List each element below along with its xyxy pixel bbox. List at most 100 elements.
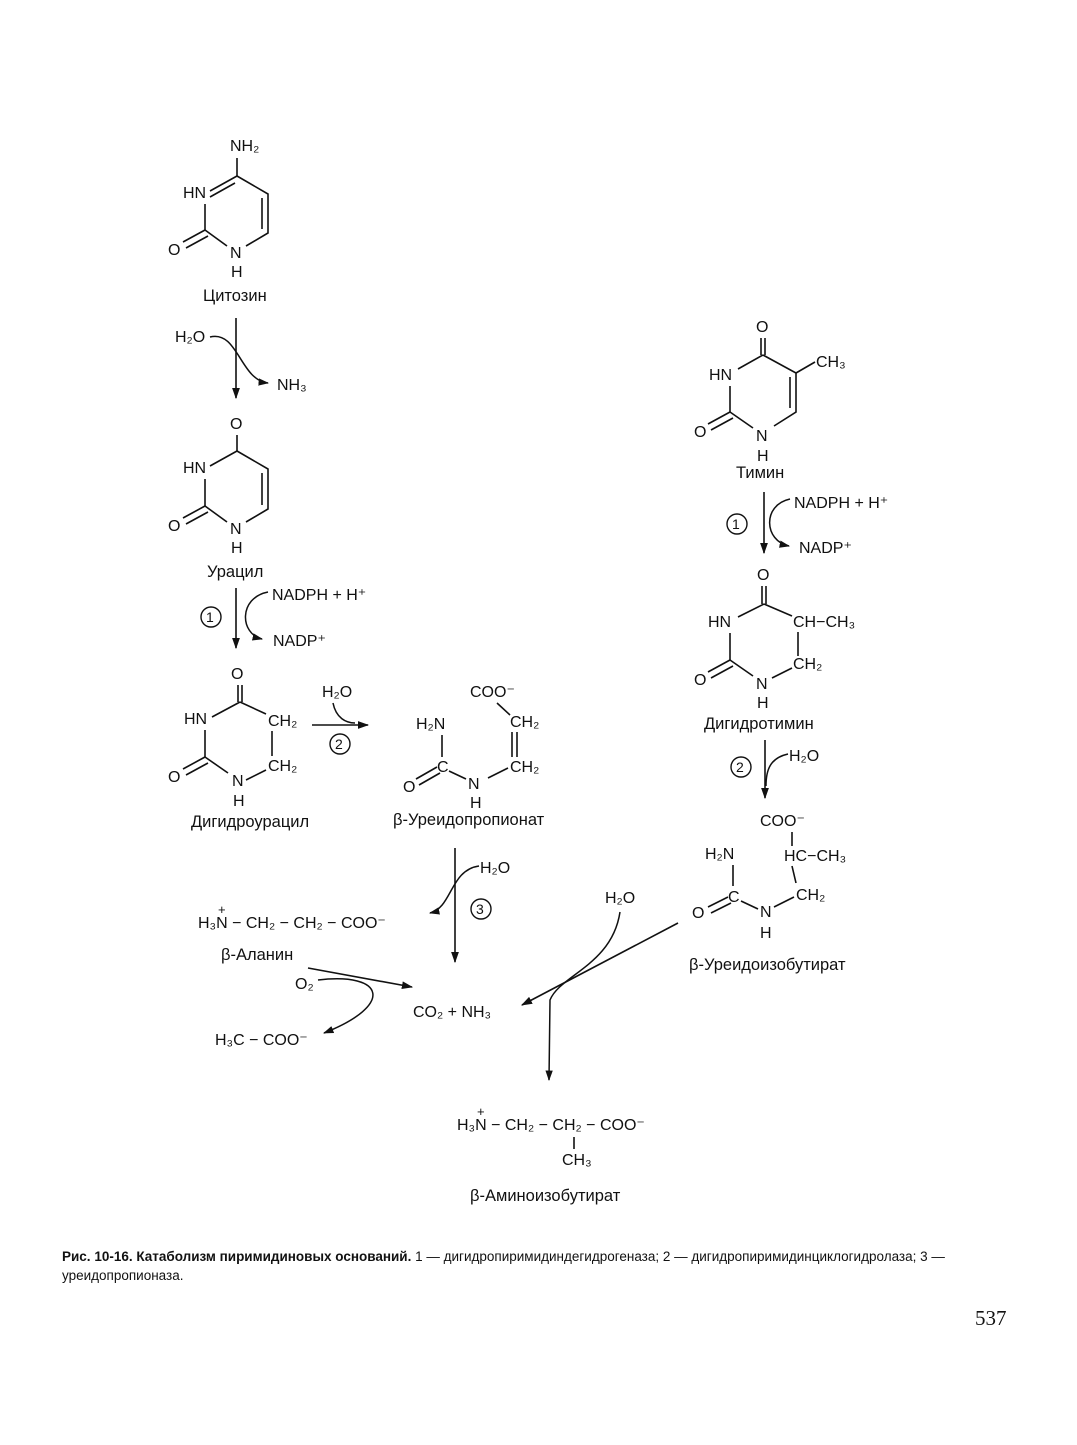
ureidopropionate-n: N — [468, 776, 480, 793]
reagent-nadph-thymine: NADPH + H⁺ — [794, 495, 888, 512]
uracil-h: H — [231, 540, 243, 557]
cytosine-hn: HN — [183, 185, 206, 202]
dihydrouracil-ch2-lower: CH₂ — [268, 758, 297, 775]
uracil-n: N — [230, 521, 242, 538]
alanine-formula: H₃N − CH₂ − CH₂ − COO⁻ — [198, 915, 386, 932]
reagent-nadph-uracil: NADPH + H⁺ — [272, 587, 366, 604]
dihydrothymine-ch-ch3: CH−CH₃ — [793, 614, 855, 631]
ureidopropionate-ch2-upper: CH₂ — [510, 714, 539, 731]
cytosine-h: H — [231, 264, 243, 281]
ureidoisobutyrate-c: C — [728, 889, 740, 906]
uracil-structure: O HN O N H Урацил — [168, 416, 269, 581]
dihydrouracil-name: Дигидроурацил — [191, 813, 309, 831]
thymine-h: H — [757, 448, 769, 465]
ureidoisobutyrate-o: O — [692, 905, 704, 922]
step-thymine-reduction: 1 NADPH + H⁺ NADP⁺ — [726, 492, 888, 557]
ureidopropionate-c: C — [437, 759, 449, 776]
ureidopropionate-h2n: H₂N — [416, 716, 445, 733]
uracil-o-top: O — [230, 416, 242, 433]
dihydrothymine-ch2: CH₂ — [793, 656, 822, 673]
dihydrothymine-n: N — [756, 676, 768, 693]
thymine-n: N — [756, 428, 768, 445]
enzyme-mark-1-uracil-label: 1 — [206, 609, 214, 625]
reagent-h2o-dihydrothymine: H₂O — [789, 748, 819, 765]
enzyme-mark-2-thymine-label: 2 — [736, 759, 744, 775]
step-dihydrothymine-hydrolysis: 2 H₂O — [730, 740, 819, 800]
enzyme-mark-1-thymine-label: 1 — [732, 516, 740, 532]
aminoisobutyrate-name: β-Аминоизобутират — [470, 1187, 621, 1205]
ureidopropionate-o: O — [403, 779, 415, 796]
cytosine-o: O — [168, 242, 180, 259]
step-uracil-reduction: 1 NADPH + H⁺ NADP⁺ — [200, 587, 366, 650]
enzyme-mark-2-uracil-label: 2 — [335, 736, 343, 752]
alanine-name: β-Аланин — [221, 946, 293, 964]
thymine-ch3: CH₃ — [816, 354, 846, 371]
thymine-o-bottom: O — [694, 424, 706, 441]
ureidopropionate-coo: COO⁻ — [470, 684, 515, 701]
ureidoisobutyrate-n: N — [760, 904, 772, 921]
reagent-h2o-ureidoisobutyrate: H₂O — [605, 890, 635, 907]
step-ureidoisobutyrate-hydrolysis: H₂O — [521, 890, 679, 1082]
step-alanine-degradation: O₂ H₃C − COO⁻ CO₂ + NH₃ — [215, 967, 491, 1049]
product-nadp-uracil: NADP⁺ — [273, 633, 326, 650]
product-nadp-thymine: NADP⁺ — [799, 540, 852, 557]
cytosine-structure: NH₂ HN O N H Цитозин — [168, 138, 269, 305]
cytosine-name: Цитозин — [203, 287, 267, 305]
dihydrouracil-n: N — [232, 773, 244, 790]
alanine-charge: + — [218, 902, 226, 917]
cytosine-nh2: NH₂ — [230, 138, 259, 155]
thymine-hn: HN — [709, 367, 732, 384]
enzyme-mark-3 — [470, 898, 492, 920]
uracil-o-bottom: O — [168, 518, 180, 535]
dihydrothymine-h: H — [757, 695, 769, 712]
ureidopropionate-structure: COO⁻ CH₂ CH₂ N H H₂N C O β-Уреидопропион… — [393, 684, 545, 829]
step-dihydrouracil-hydrolysis: H₂O 2 — [312, 684, 370, 755]
caption-body: 1 — дигидропиримидиндегидрогеназа; 2 — д… — [62, 1249, 945, 1283]
ureidopropionate-h: H — [470, 795, 482, 812]
reagent-h2o-ureidopropionate: H₂O — [480, 860, 510, 877]
ureidoisobutyrate-h: H — [760, 925, 772, 942]
ureidoisobutyrate-hc-ch3: HC−CH₃ — [784, 848, 846, 865]
thymine-o-top: O — [756, 319, 768, 336]
products-co2-nh3: CO₂ + NH₃ — [413, 1004, 491, 1021]
aminoisobutyrate-ch3: CH₃ — [562, 1152, 592, 1169]
dihydrouracil-o-top: O — [231, 666, 243, 683]
caption-title: Рис. 10-16. Катаболизм пиримидиновых осн… — [62, 1249, 412, 1264]
aminoisobutyrate-charge: + — [477, 1104, 485, 1119]
dihydrothymine-o-bottom: O — [694, 672, 706, 689]
thymine-name: Тимин — [736, 464, 784, 482]
enzyme-mark-2-thymine — [730, 756, 752, 778]
enzyme-mark-1-thymine — [726, 513, 748, 535]
enzyme-mark-3-label: 3 — [476, 901, 484, 917]
dihydrothymine-o-top: O — [757, 567, 769, 584]
dihydrouracil-hn: HN — [184, 711, 207, 728]
page-number: 537 — [975, 1306, 1007, 1330]
figure-caption: Рис. 10-16. Катаболизм пиримидиновых осн… — [62, 1247, 1017, 1285]
step-deamination: H₂O NH₃ — [175, 318, 307, 400]
reagent-h2o-deamination: H₂O — [175, 329, 205, 346]
dihydrouracil-h: H — [233, 793, 245, 810]
ureidopropionate-ch2-lower: CH₂ — [510, 759, 539, 776]
cytosine-n: N — [230, 245, 242, 262]
reagent-o2: O₂ — [295, 976, 314, 993]
uracil-name: Урацил — [207, 563, 263, 581]
ureidoisobutyrate-h2n: H₂N — [705, 846, 734, 863]
product-acetate: H₃C − COO⁻ — [215, 1032, 308, 1049]
thymine-structure: O CH₃ HN O N H Тимин — [694, 319, 846, 482]
dihydrouracil-ch2-upper: CH₂ — [268, 713, 297, 730]
step-ureidopropionase: H₂O 3 — [428, 848, 510, 964]
aminoisobutyrate-structure: H₃N − CH₂ − CH₂ − COO⁻ + CH₃ β-Аминоизоб… — [457, 1104, 645, 1205]
ureidoisobutyrate-structure: COO⁻ HC−CH₃ CH₂ N H H₂N C O β-Уреидоизоб… — [689, 813, 846, 974]
alanine-structure: H₃N − CH₂ − CH₂ − COO⁻ + β-Аланин — [198, 902, 386, 964]
dihydrouracil-structure: O CH₂ CH₂ HN O N H Дигидроурацил — [168, 666, 309, 831]
ureidoisobutyrate-coo: COO⁻ — [760, 813, 805, 830]
reagent-h2o-dihydrouracil: H₂O — [322, 684, 352, 701]
enzyme-mark-1-uracil — [200, 606, 222, 628]
dihydrouracil-o-bottom: O — [168, 769, 180, 786]
dihydrothymine-hn: HN — [708, 614, 731, 631]
ureidoisobutyrate-ch2: CH₂ — [796, 887, 825, 904]
ureidoisobutyrate-name: β-Уреидоизобутират — [689, 956, 846, 974]
ureidopropionate-name: β-Уреидопропионат — [393, 811, 545, 829]
uracil-hn: HN — [183, 460, 206, 477]
